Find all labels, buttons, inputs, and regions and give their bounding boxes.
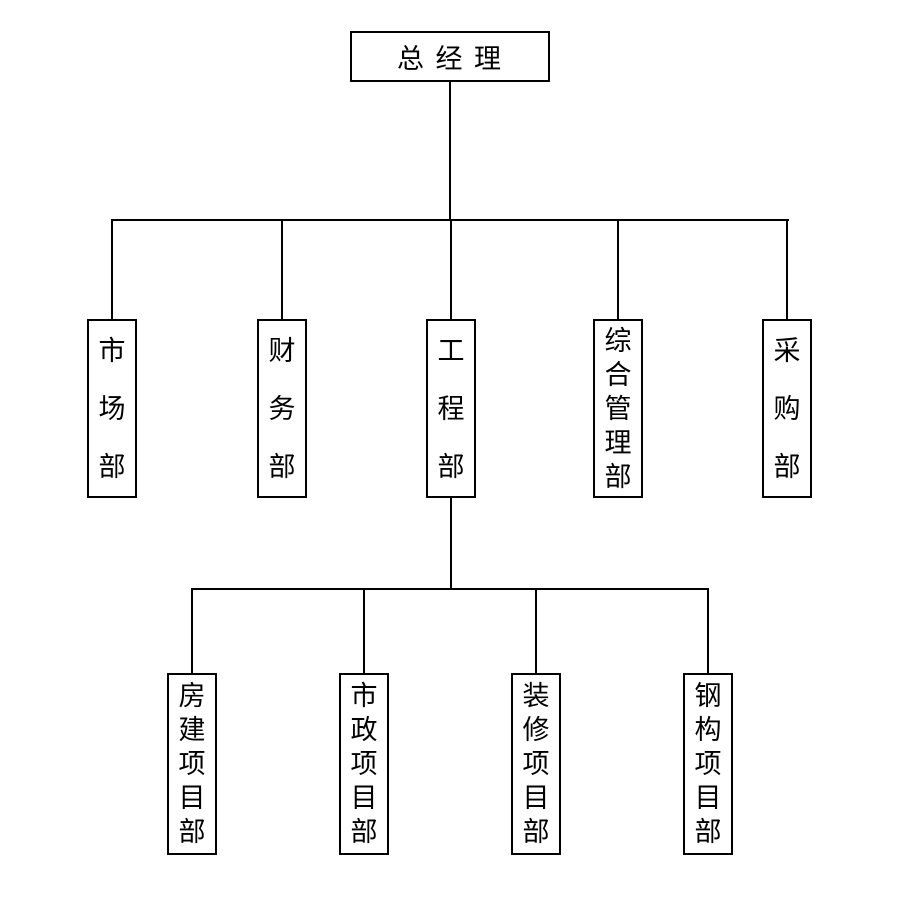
connector-drop-procurement (786, 219, 788, 320)
connector-drop-finance (281, 219, 283, 320)
connector-drop-general-admin (617, 219, 619, 320)
connector-root-trunk (449, 82, 451, 220)
node-engineering-dept: 工程部 (426, 319, 476, 498)
node-steel-project-dept-label: 钢构项目部 (694, 681, 722, 847)
connector-engineering-trunk (450, 498, 452, 590)
connector-drop-decoration-project (535, 588, 537, 673)
node-general-admin-dept-label: 综合管理部 (604, 325, 632, 492)
node-marketing-dept: 市场部 (87, 319, 137, 498)
connector-drop-steel-project (707, 588, 709, 673)
node-finance-dept-label: 财务部 (268, 335, 296, 482)
node-municipal-project-dept: 市政项目部 (339, 673, 389, 855)
node-procurement-dept-label: 采购部 (773, 335, 801, 482)
node-steel-project-dept: 钢构项目部 (683, 673, 733, 855)
connector-drop-engineering (450, 219, 452, 320)
connector-drop-municipal-project (363, 588, 365, 673)
node-decoration-project-dept: 装修项目部 (511, 673, 561, 855)
node-finance-dept: 财务部 (257, 319, 307, 498)
node-general-manager: 总 经 理 (350, 31, 550, 82)
node-general-admin-dept: 综合管理部 (593, 319, 643, 498)
connector-drop-marketing (111, 219, 113, 320)
connector-level3-bar (191, 588, 709, 590)
node-decoration-project-dept-label: 装修项目部 (522, 681, 550, 847)
node-housing-project-dept-label: 房建项目部 (178, 681, 206, 847)
node-housing-project-dept: 房建项目部 (167, 673, 217, 855)
connector-drop-housing-project (191, 588, 193, 673)
node-procurement-dept: 采购部 (762, 319, 812, 498)
node-marketing-dept-label: 市场部 (98, 335, 126, 482)
node-general-manager-label: 总 经 理 (396, 44, 503, 74)
node-municipal-project-dept-label: 市政项目部 (350, 681, 378, 847)
node-engineering-dept-label: 工程部 (437, 335, 465, 482)
